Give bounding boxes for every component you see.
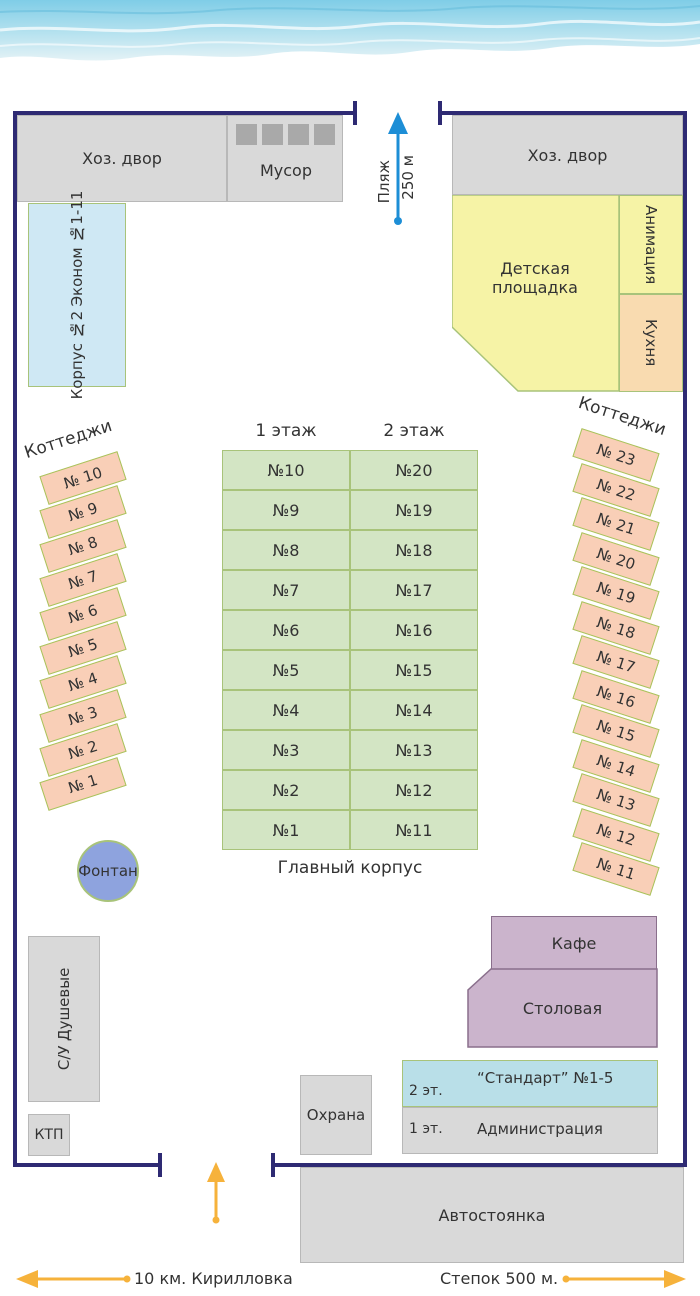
trash-bin bbox=[288, 124, 309, 145]
road-right-label: Степок 500 м. bbox=[440, 1269, 559, 1288]
ktp-label: КТП bbox=[34, 1127, 64, 1143]
room-floor2: №12 bbox=[350, 770, 478, 810]
room-floor2: №18 bbox=[350, 530, 478, 570]
room-floor1: №3 bbox=[222, 730, 350, 770]
beach-distance: 250 м bbox=[399, 155, 417, 200]
administration-label: Администрация bbox=[477, 1120, 603, 1138]
room-floor2: №15 bbox=[350, 650, 478, 690]
road-left-label: 10 км. Кирилловка bbox=[134, 1269, 293, 1288]
standard-label: “Стандарт” №1-5 bbox=[477, 1069, 614, 1087]
utility-yard-left-label: Хоз. двор bbox=[82, 149, 162, 168]
trash-bin bbox=[262, 124, 283, 145]
room-floor2: №20 bbox=[350, 450, 478, 490]
trash-bin bbox=[236, 124, 257, 145]
utility-yard-left: Хоз. двор bbox=[17, 115, 227, 202]
room-floor1: №5 bbox=[222, 650, 350, 690]
room-floor1: №1 bbox=[222, 810, 350, 850]
utility-yard-right: Хоз. двор bbox=[452, 115, 683, 195]
room-floor2: №17 bbox=[350, 570, 478, 610]
room-floor2: №11 bbox=[350, 810, 478, 850]
animation-room: Анимация bbox=[619, 195, 683, 294]
cafe: Кафе bbox=[491, 916, 657, 970]
floor1-title: 1 этаж bbox=[255, 421, 317, 441]
trash-area: Мусор bbox=[227, 115, 343, 202]
fountain: Фонтан bbox=[77, 840, 139, 902]
economy-label-line2: Эконом №1-11 bbox=[68, 190, 86, 307]
room-floor2: №16 bbox=[350, 610, 478, 650]
playground-label: Детская площадка bbox=[470, 250, 600, 306]
kitchen-label: Кухня bbox=[642, 319, 660, 367]
parking-label: Автостоянка bbox=[438, 1205, 546, 1225]
main-building-caption: Главный корпус bbox=[277, 858, 423, 878]
kitchen: Кухня bbox=[619, 294, 683, 392]
playground-label-line1: Детская bbox=[500, 259, 570, 278]
security-post: Охрана bbox=[300, 1075, 372, 1155]
playground-label-line2: площадка bbox=[492, 278, 578, 297]
room-floor1: №8 bbox=[222, 530, 350, 570]
beach-direction-arrow bbox=[388, 112, 408, 225]
room-floor2: №19 bbox=[350, 490, 478, 530]
toilets-label: С/У Душевые bbox=[55, 968, 73, 1070]
room-floor1: №6 bbox=[222, 610, 350, 650]
dining-shape bbox=[467, 968, 658, 1048]
economy-label-line1: Корпус №2 bbox=[68, 310, 86, 400]
floor2-tag: 2 эт. bbox=[409, 1083, 443, 1099]
beach-label: Пляж bbox=[375, 160, 393, 204]
transformer-station: КТП bbox=[28, 1114, 70, 1156]
animation-label: Анимация bbox=[642, 204, 660, 285]
utility-yard-right-label: Хоз. двор bbox=[527, 145, 608, 165]
room-floor1: №2 bbox=[222, 770, 350, 810]
sea-strip bbox=[0, 0, 700, 80]
entrance-arrow bbox=[207, 1162, 225, 1224]
room-floor1: №9 bbox=[222, 490, 350, 530]
cafe-label: Кафе bbox=[551, 933, 597, 953]
security-label: Охрана bbox=[306, 1106, 366, 1124]
room-floor1: №4 bbox=[222, 690, 350, 730]
trash-label: Мусор bbox=[259, 160, 312, 180]
room-floor1: №7 bbox=[222, 570, 350, 610]
trash-bin bbox=[314, 124, 335, 145]
standard-floor: 2 эт. “Стандарт” №1-5 bbox=[402, 1060, 658, 1107]
administration-floor: 1 эт. Администрация bbox=[402, 1107, 658, 1154]
dining-label: Столовая bbox=[522, 998, 603, 1018]
toilets-showers: С/У Душевые bbox=[28, 936, 100, 1102]
economy-label: Корпус №2 Эконом №1-11 bbox=[68, 191, 86, 399]
room-floor1: №10 bbox=[222, 450, 350, 490]
floor2-title: 2 этаж bbox=[383, 421, 445, 441]
toilets-label-line1: С/У bbox=[55, 1045, 73, 1071]
fountain-label: Фонтан bbox=[78, 862, 138, 880]
room-floor2: №13 bbox=[350, 730, 478, 770]
economy-building: Корпус №2 Эконом №1-11 bbox=[28, 191, 126, 399]
toilets-label-line2: Душевые bbox=[55, 967, 73, 1042]
playground-shape bbox=[452, 195, 620, 392]
floor1-tag: 1 эт. bbox=[409, 1121, 443, 1137]
parking: Автостоянка bbox=[300, 1167, 684, 1263]
room-floor2: №14 bbox=[350, 690, 478, 730]
road-arrows bbox=[16, 1270, 686, 1288]
